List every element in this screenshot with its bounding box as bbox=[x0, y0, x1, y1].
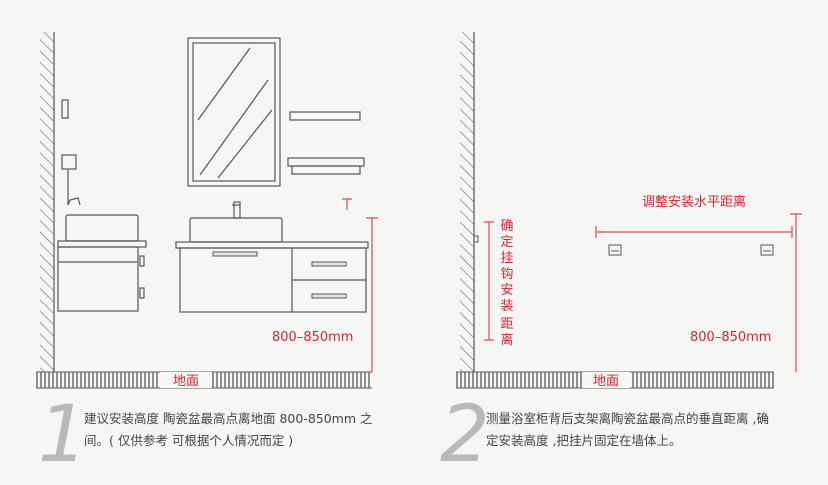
vertical-label-char: 确 bbox=[500, 219, 513, 234]
vertical-label-char: 距 bbox=[500, 317, 513, 332]
wall-mount-marker bbox=[473, 235, 479, 243]
panel-2: 地面 确 定 挂 钩 安 装 距 离 调整安装水平距离 bbox=[456, 32, 802, 389]
vertical-label-char: 安 bbox=[500, 283, 513, 298]
panel-1: 地面 bbox=[36, 32, 378, 389]
step-1-line-2: 间。( 仅供参考 可根据个人情况而定 ) bbox=[84, 433, 294, 448]
vertical-label-char: 装 bbox=[500, 299, 513, 314]
hanging-bracket-icon bbox=[608, 244, 622, 256]
vertical-label-char: 离 bbox=[500, 332, 513, 348]
horizontal-distance-dimension bbox=[595, 226, 793, 238]
side-view-cabinet bbox=[57, 99, 147, 312]
height-label: 800–850mm bbox=[690, 330, 771, 345]
step-1-line-1: 建议安装高度 陶瓷盆最高点离地面 800-850mm 之 bbox=[84, 411, 373, 426]
vertical-label-char: 钩 bbox=[500, 267, 513, 282]
height-dimension bbox=[790, 213, 802, 372]
vertical-label-char: 挂 bbox=[500, 251, 513, 266]
basin-icon bbox=[189, 217, 283, 243]
height-dimension bbox=[342, 198, 378, 372]
drawer-handle-icon bbox=[212, 251, 347, 299]
step-2-line-1: 测量浴室柜背后支架离陶瓷盆最高点的垂直距离 ,确 bbox=[486, 411, 769, 426]
faucet-icon bbox=[232, 201, 241, 219]
step-number-1: 1 bbox=[38, 390, 88, 480]
vertical-label: 确 定 挂 钩 安 装 距 离 bbox=[500, 219, 513, 348]
vanity-cabinet bbox=[179, 247, 367, 313]
floor-label: 地面 bbox=[173, 374, 199, 389]
towel-rack bbox=[287, 157, 365, 175]
wall-hatch-icon bbox=[460, 32, 475, 372]
floor bbox=[456, 371, 774, 389]
floor-label: 地面 bbox=[593, 374, 619, 389]
vertical-distance-dimension bbox=[484, 221, 494, 341]
mirror-icon bbox=[187, 37, 281, 187]
height-label: 800–850mm bbox=[272, 330, 353, 345]
wall-hatch-icon bbox=[40, 32, 55, 372]
vertical-label-char: 定 bbox=[500, 235, 513, 250]
countertop bbox=[175, 241, 369, 249]
shelf bbox=[289, 111, 361, 121]
hanging-bracket-icon bbox=[760, 244, 774, 256]
horizontal-label: 调整安装水平距离 bbox=[642, 194, 746, 210]
step-number-2: 2 bbox=[440, 390, 490, 480]
step-2-line-2: 定安装高度 ,把挂片固定在墙体上。 bbox=[486, 433, 682, 448]
floor bbox=[36, 371, 372, 389]
step-1-description: 建议安装高度 陶瓷盆最高点离地面 800-850mm 之 间。( 仅供参考 可根… bbox=[84, 408, 373, 452]
step-2-description: 测量浴室柜背后支架离陶瓷盆最高点的垂直距离 ,确 定安装高度 ,把挂片固定在墙体… bbox=[486, 408, 769, 452]
